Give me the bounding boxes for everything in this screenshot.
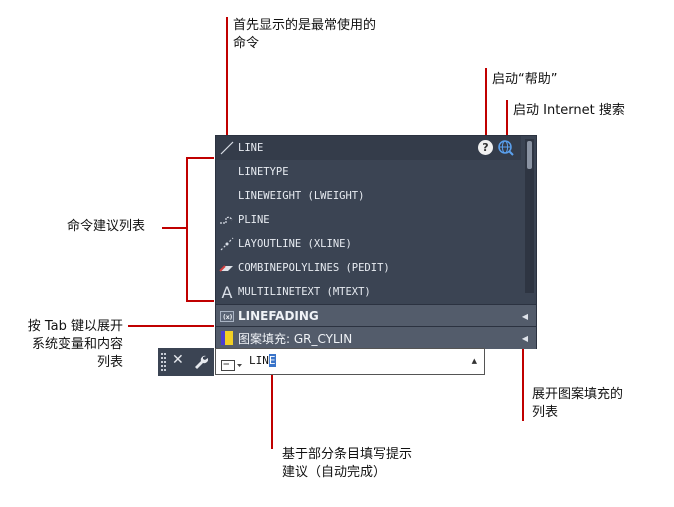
callout-internet: 启动 Internet 搜索 <box>513 103 625 118</box>
suggestion-label: LINETYPE <box>238 166 289 178</box>
close-icon[interactable]: ✕ <box>172 352 184 368</box>
callout-line <box>522 348 524 421</box>
suggestion-label: PLINE <box>238 214 270 226</box>
callout-tab: 按 Tab 键以展开 系统变量和内容 列表 <box>27 319 123 370</box>
mtext-icon: A <box>221 282 233 302</box>
callout-line <box>128 325 214 327</box>
pedit-icon <box>216 256 238 280</box>
expand-arrow-icon[interactable]: ◀ <box>521 333 528 343</box>
suggestion-item[interactable]: LAYOUTLINE (XLINE) <box>216 232 521 256</box>
scrollbar-thumb[interactable] <box>527 141 532 169</box>
suggestion-item[interactable]: LINE <box>216 136 521 160</box>
autocomplete-panel: LINE ? LINETYPE LINEWEIGHT (LWEIGHT) PLI… <box>215 135 537 349</box>
suggestion-label: MULTILINETEXT (MTEXT) <box>238 286 371 298</box>
suggestion-label: LAYOUTLINE (XLINE) <box>238 238 352 250</box>
blank-icon <box>216 160 238 184</box>
callout-line <box>226 17 228 157</box>
suggestion-item[interactable]: LINEWEIGHT (LWEIGHT) <box>216 184 521 208</box>
category-linefading[interactable]: (x) LINEFADING ◀ <box>216 304 536 327</box>
pline-icon <box>216 208 238 232</box>
callout-line <box>506 100 508 142</box>
hatch-icon <box>216 331 238 345</box>
sysvar-icon: (x) <box>216 310 238 322</box>
callout-line <box>485 68 487 142</box>
autocomplete-text: E <box>268 354 276 367</box>
callout-autocomplete: 基于部分条目填写提示 建议（自动完成） <box>282 447 413 480</box>
callout-expand: 展开图案填充的 列表 <box>532 387 624 420</box>
callout-line <box>186 157 188 302</box>
command-prompt-icon[interactable] <box>221 356 243 375</box>
command-input[interactable]: LINE <box>249 354 276 367</box>
typed-text: LIN <box>249 354 269 367</box>
line-icon <box>216 136 238 160</box>
history-up-arrow-icon[interactable]: ▲ <box>471 357 477 365</box>
help-icon[interactable]: ? <box>478 140 493 155</box>
category-label: LINEFADING <box>238 309 319 323</box>
callout-line <box>271 373 273 449</box>
suggestion-item[interactable]: LINETYPE <box>216 160 521 184</box>
internet-search-icon[interactable] <box>497 139 515 157</box>
svg-text:(x): (x) <box>223 314 233 321</box>
suggestion-label: COMBINEPOLYLINES (PEDIT) <box>238 262 390 274</box>
callout-line <box>186 300 214 302</box>
suggestion-label: LINEWEIGHT (LWEIGHT) <box>238 190 365 202</box>
category-hatch[interactable]: 图案填充: GR_CYLIN ◀ <box>216 326 536 349</box>
blank-icon <box>216 184 238 208</box>
callout-line <box>186 157 214 159</box>
callout-frequent: 首先显示的是最常使用的 命令 <box>233 18 377 51</box>
suggestion-item[interactable]: COMBINEPOLYLINES (PEDIT) <box>216 256 521 280</box>
scrollbar[interactable] <box>525 139 534 293</box>
category-label: 图案填充: GR_CYLIN <box>238 331 353 346</box>
customize-wrench-icon[interactable] <box>194 354 209 374</box>
callout-suggestions: 命令建议列表 <box>67 219 146 234</box>
suggestion-label: LINE <box>238 142 264 154</box>
callout-line <box>162 227 187 229</box>
suggestion-item[interactable]: A MULTILINETEXT (MTEXT) <box>216 280 521 304</box>
expand-arrow-icon[interactable]: ◀ <box>521 311 528 321</box>
command-input-box[interactable]: LINE ▲ <box>215 348 485 375</box>
callout-help: 启动“帮助” <box>492 72 558 87</box>
xline-icon <box>216 232 238 256</box>
suggestion-item[interactable]: PLINE <box>216 208 521 232</box>
